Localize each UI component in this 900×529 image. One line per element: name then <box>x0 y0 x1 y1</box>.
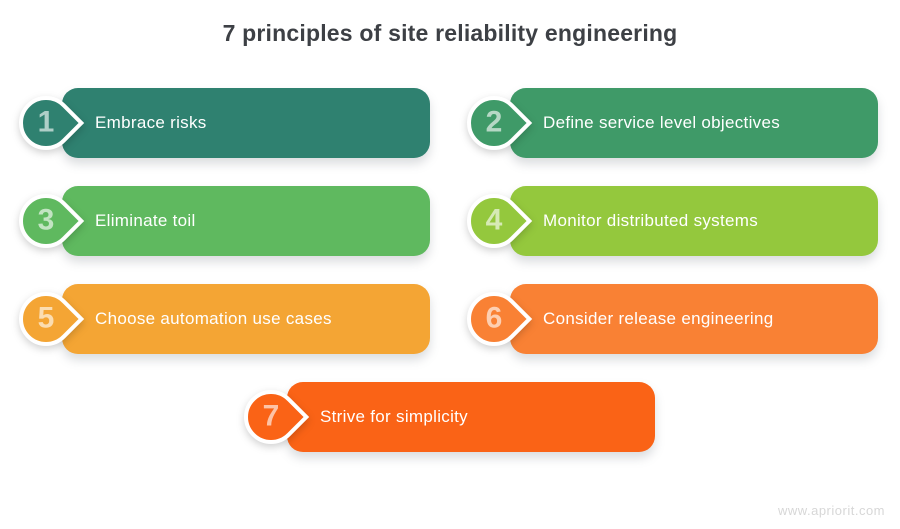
principle-label: Embrace risks <box>95 113 207 132</box>
principle-bar: Eliminate toil <box>62 186 430 256</box>
principle-number-badge: 3 <box>17 192 89 250</box>
pin-badge-icon <box>467 194 533 248</box>
principle-number-badge: 1 <box>17 94 89 152</box>
principle-number: 5 <box>37 301 55 335</box>
principle-bar: Choose automation use cases <box>62 284 430 354</box>
principle-number-badge: 5 <box>17 290 89 348</box>
pin-badge-icon <box>467 96 533 150</box>
principle-number-badge: 7 <box>242 388 314 446</box>
principle-label: Choose automation use cases <box>95 309 332 328</box>
principle-number-badge: 2 <box>465 94 537 152</box>
pin-badge-icon <box>19 292 85 346</box>
principle-number: 3 <box>37 203 55 237</box>
principle-number: 2 <box>485 105 503 139</box>
watermark-url: www.apriorit.com <box>778 503 885 518</box>
principle-number: 1 <box>37 105 55 139</box>
pin-badge-icon <box>19 96 85 150</box>
principle-label: Consider release engineering <box>543 309 774 328</box>
principle-label: Define service level objectives <box>543 113 781 132</box>
principle-number: 7 <box>262 399 280 433</box>
principle-item-7: Strive for simplicity 7 <box>244 382 655 452</box>
pin-badge-icon <box>244 390 310 444</box>
principle-item-5: Choose automation use cases 5 <box>19 284 430 354</box>
principle-number-badge: 6 <box>465 290 537 348</box>
principle-label: Monitor distributed systems <box>543 211 759 230</box>
pin-badge-icon <box>19 194 85 248</box>
principle-bar: Monitor distributed systems <box>510 186 878 256</box>
principle-item-4: Monitor distributed systems 4 <box>467 186 878 256</box>
principle-bar: Strive for simplicity <box>287 382 655 452</box>
principle-item-6: Consider release engineering 6 <box>467 284 878 354</box>
principle-bar: Embrace risks <box>62 88 430 158</box>
principle-number: 4 <box>485 203 503 237</box>
principle-item-2: Define service level objectives 2 <box>467 88 878 158</box>
principle-bar: Define service level objectives <box>510 88 878 158</box>
principle-item-3: Eliminate toil 3 <box>19 186 430 256</box>
principle-label: Strive for simplicity <box>320 407 468 426</box>
principle-item-1: Embrace risks 1 <box>19 88 430 158</box>
principle-number: 6 <box>485 301 503 335</box>
pin-badge-icon <box>467 292 533 346</box>
principle-number-badge: 4 <box>465 192 537 250</box>
principle-label: Eliminate toil <box>95 211 196 230</box>
page-title: 7 principles of site reliability enginee… <box>222 20 678 46</box>
principle-bar: Consider release engineering <box>510 284 878 354</box>
